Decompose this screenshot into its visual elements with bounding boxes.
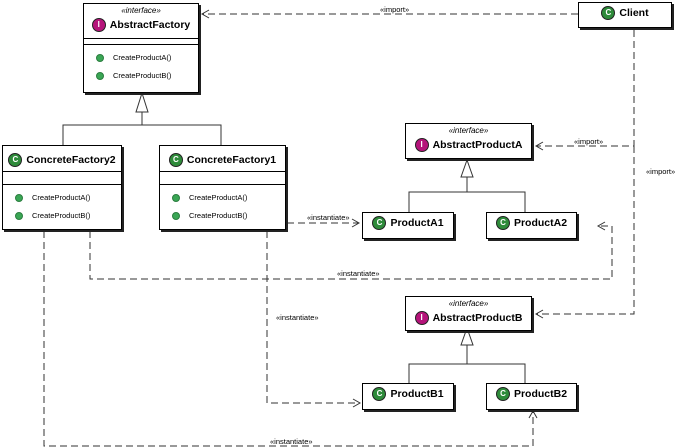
generalization-arrowhead-factory xyxy=(135,91,149,113)
instantiate-label-cf2-a2: «instantiate» xyxy=(337,269,380,278)
operation-item[interactable]: CreateProductB() xyxy=(172,207,285,225)
operations-compartment: CreateProductA() CreateProductB() xyxy=(160,184,285,225)
class-name: ProductB1 xyxy=(390,388,444,400)
stereotype-label: «interface» xyxy=(448,126,489,135)
import-client-product-b-line xyxy=(536,146,635,315)
operation-item[interactable]: CreateProductB() xyxy=(96,67,198,85)
public-method-icon xyxy=(15,212,23,221)
generalization-arrowhead-product-a xyxy=(460,158,474,178)
generalization-arrowhead-product-b xyxy=(460,326,474,346)
generalization-factory-tree xyxy=(62,124,222,145)
class-name: AbstractFactory xyxy=(109,19,191,31)
instantiate-arrowhead-b1 xyxy=(352,398,362,408)
instantiate-cf2-b2-line xyxy=(43,231,534,447)
class-name: ProductA1 xyxy=(390,217,444,229)
public-method-icon xyxy=(172,194,180,203)
class-icon: C xyxy=(372,387,387,402)
import-arrowhead-product-a xyxy=(534,141,544,151)
operations-compartment: CreateProductA() CreateProductB() xyxy=(3,184,121,225)
interface-icon: I xyxy=(414,311,429,326)
stereotype-label: «interface» xyxy=(448,299,489,308)
class-name: AbstractProductA xyxy=(432,139,523,151)
compartment-divider xyxy=(160,171,285,184)
instantiate-arrowhead-a2 xyxy=(596,221,606,231)
import-label-client-factory: «import» xyxy=(380,5,410,14)
operation-item[interactable]: CreateProductA() xyxy=(15,189,121,207)
import-client-product-a-line xyxy=(536,30,635,147)
interface-icon: I xyxy=(91,18,106,33)
interface-icon: I xyxy=(414,138,429,153)
import-arrowhead-factory xyxy=(200,9,210,19)
class-icon: C xyxy=(495,216,510,231)
instantiate-cf1-b1-line xyxy=(266,231,360,404)
stereotype-label: «interface» xyxy=(121,6,161,15)
operation-item[interactable]: CreateProductA() xyxy=(172,189,285,207)
class-name: ProductA2 xyxy=(513,217,568,229)
class-icon: C xyxy=(495,387,510,402)
public-method-icon xyxy=(96,54,104,63)
instantiate-arrowhead-a1 xyxy=(351,218,361,228)
class-icon: C xyxy=(168,153,183,168)
public-method-icon xyxy=(15,194,23,203)
compartment-divider xyxy=(3,171,121,184)
operations-compartment: CreateProductA() CreateProductB() xyxy=(84,44,198,85)
generalization-product-b-tree xyxy=(408,363,526,383)
operation-item[interactable]: CreateProductB() xyxy=(15,207,121,225)
class-name: ConcreteFactory2 xyxy=(26,154,116,166)
instantiate-arrowhead-b2 xyxy=(528,409,538,419)
instantiate-label-cf1-a1: «instantiate» xyxy=(307,213,350,222)
compartment-divider xyxy=(84,38,198,44)
class-name: ProductB2 xyxy=(513,388,568,400)
class-icon: C xyxy=(8,153,23,168)
import-label-client-product-b: «import» xyxy=(646,167,676,176)
class-name: ConcreteFactory1 xyxy=(186,154,277,166)
public-method-icon xyxy=(96,72,104,81)
import-label-client-product-a: «import» xyxy=(574,137,604,146)
public-method-icon xyxy=(172,212,180,221)
class-name: AbstractProductB xyxy=(432,312,523,324)
class-icon: C xyxy=(372,216,387,231)
import-arrowhead-product-b xyxy=(534,309,544,319)
instantiate-label-cf1-b1: «instantiate» xyxy=(276,313,319,322)
generalization-product-a-tree xyxy=(408,191,526,212)
instantiate-cf2-a2-line xyxy=(89,225,613,280)
class-name: Client xyxy=(619,7,649,19)
class-icon: C xyxy=(601,6,616,21)
operation-item[interactable]: CreateProductA() xyxy=(96,49,198,67)
instantiate-label-cf2-b2: «instantiate» xyxy=(270,437,313,446)
